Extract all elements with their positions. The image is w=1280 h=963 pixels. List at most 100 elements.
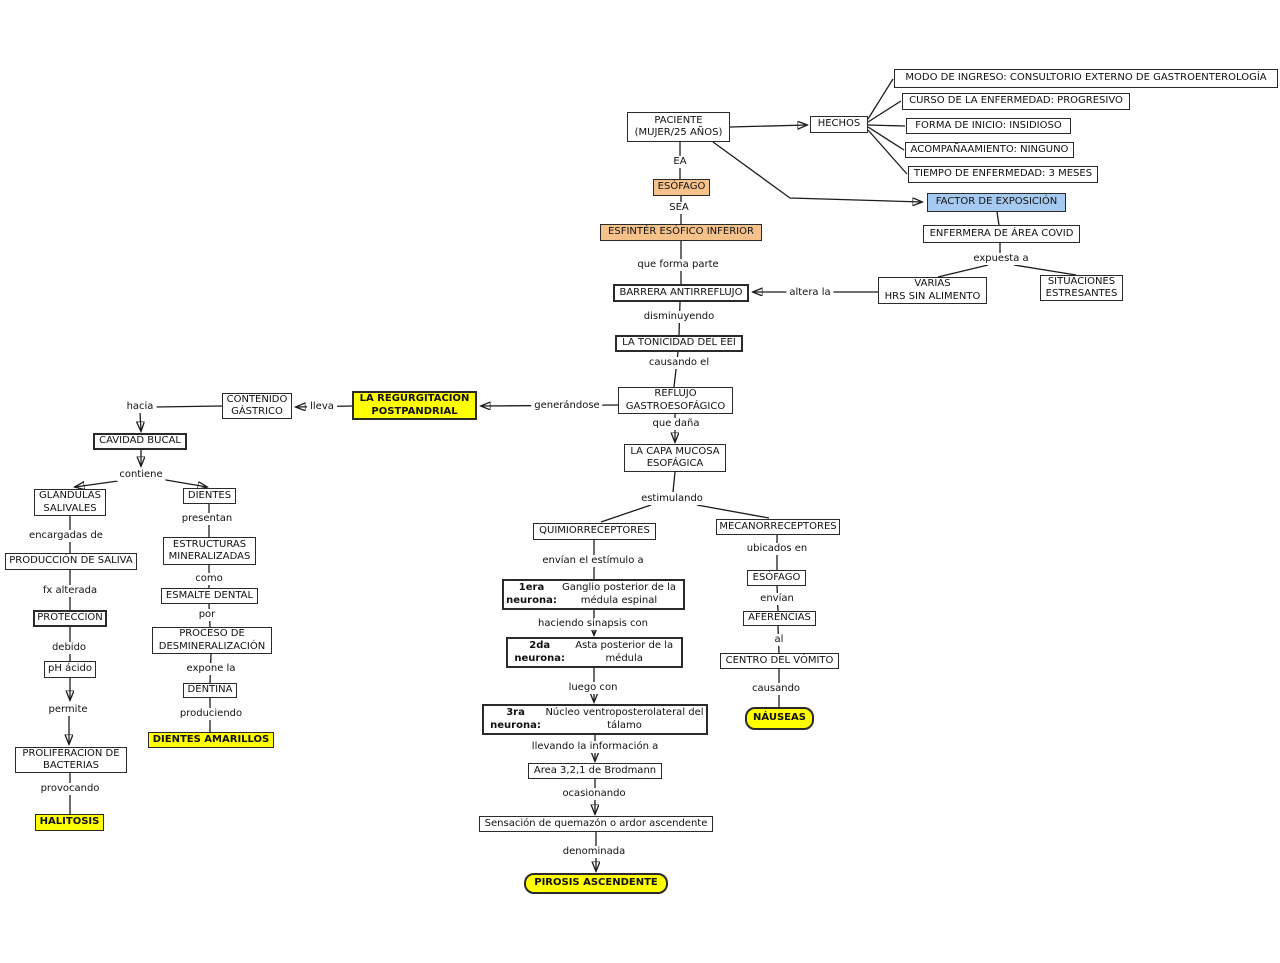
label-como: como [192, 573, 226, 585]
node-hechos[interactable]: HECHOS [810, 116, 868, 133]
node-modo_ingreso[interactable]: MODO DE INGRESO: CONSULTORIO EXTERNO DE … [894, 69, 1278, 88]
label-expuesta: expuesta a [970, 253, 1032, 265]
label-al: al [771, 634, 787, 646]
label-sinapsis: haciendo sinapsis con [534, 618, 652, 630]
node-brodmann[interactable]: Area 3,2,1 de Brodmann [528, 763, 662, 779]
node-pirosis[interactable]: PIROSIS ASCENDENTE [524, 873, 668, 894]
node-factor[interactable]: FACTOR DE EXPOSICIÓN [927, 193, 1066, 212]
label-presentan: presentan [178, 513, 236, 525]
label-envian: envían [757, 593, 797, 605]
label-ubicados: ubicados en [743, 543, 811, 555]
edge-hechos-modo [867, 78, 894, 120]
node-centro_vomito[interactable]: CENTRO DEL VÓMITO [720, 653, 839, 669]
node-cavidad[interactable]: CAVIDAD BUCAL [93, 433, 187, 450]
label-produciendo: produciendo [176, 708, 246, 720]
node-quimio[interactable]: QUIMIORRECEPTORES [533, 523, 656, 540]
node-glandulas[interactable]: GLÁNDULAS SALIVALES [34, 489, 106, 516]
node-neurona1-prefix: 1era neurona: [506, 582, 557, 606]
edge-estimulando-mecano [696, 504, 770, 519]
node-mecano[interactable]: MECANORRECEPTORES [716, 519, 840, 535]
node-nauseas[interactable]: NÁUSEAS [745, 707, 814, 730]
node-estructuras[interactable]: ESTRUCTURAS MINERALIZADAS [163, 537, 256, 565]
edge-estimulando-quimio [600, 504, 652, 523]
node-barrera[interactable]: BARRERA ANTIRREFLUJO [613, 284, 749, 302]
node-neurona2-text: Asta posterior de la médula [575, 640, 674, 664]
node-forma_inicio[interactable]: FORMA DE INICIO: INSIDIOSO [906, 118, 1071, 134]
label-envian_estimulo: envían el estímulo a [539, 555, 647, 567]
node-neurona3-prefix: 3ra neurona: [490, 707, 541, 731]
label-llevando: llevando la información a [528, 741, 662, 753]
label-debido: debido [48, 642, 90, 654]
label-hacia: hacia [123, 401, 157, 413]
label-ocasionando: ocasionando [559, 788, 629, 800]
label-ea: EA [670, 156, 690, 168]
node-aferencias[interactable]: AFERENCIAS [743, 611, 816, 626]
label-que_forma: que forma parte [634, 259, 722, 271]
label-luego_con: luego con [565, 682, 621, 694]
edge-expuesta-varias [937, 264, 989, 278]
label-expone: expone la [183, 663, 239, 675]
node-proliferacion[interactable]: PROLIFERACIÓN DE BACTERIAS [15, 747, 127, 773]
node-curso_enfermedad[interactable]: CURSO DE LA ENFERMEDAD: PROGRESIVO [902, 93, 1130, 110]
edge-hacia-cavidad [140, 411, 141, 431]
node-situaciones[interactable]: SITUACIONES ESTRESANTES [1040, 275, 1123, 301]
edge-contiene-dientes [159, 478, 207, 487]
label-sea: SEA [666, 202, 692, 214]
label-denominada: denominada [559, 846, 629, 858]
label-disminuyendo: disminuyendo [640, 311, 718, 323]
node-sensacion[interactable]: Sensación de quemazón o ardor ascendente [479, 816, 713, 832]
node-esofago_sup[interactable]: ESÓFAGO [653, 179, 710, 196]
label-permite: permite [45, 704, 91, 716]
label-que_dana: que daña [649, 418, 703, 430]
label-fx_alterada: fx alterada [39, 585, 101, 597]
label-contiene: contiene [116, 469, 166, 481]
label-causando_el: causando el [645, 357, 713, 369]
node-neurona2-prefix: 2da neurona: [514, 640, 566, 664]
node-tonicidad[interactable]: LA TONICIDAD DEL EEI [615, 335, 743, 352]
node-varias[interactable]: VARIAS HRS SIN ALIMENTO [878, 277, 987, 304]
node-contenido[interactable]: CONTENIDO GÁSTRICO [222, 393, 292, 419]
node-halitosis[interactable]: HALITOSIS [35, 814, 104, 831]
node-amarillos[interactable]: DIENTES AMARILLOS [148, 732, 274, 748]
label-generandose: generándose [531, 400, 603, 412]
node-neurona1[interactable]: 1era neurona: Ganglio posterior de la mé… [502, 579, 685, 610]
label-causando: causando [748, 683, 804, 695]
label-altera: altera la [786, 287, 834, 299]
node-proteccion[interactable]: PROTECCIÓN [33, 610, 107, 627]
edge-expuesta-situaciones [1013, 264, 1077, 276]
edge-paciente-factor [712, 141, 922, 202]
node-regurgitacion[interactable]: LA REGURGITACIÓN POSTPANDRIAL [352, 391, 477, 420]
node-enfermera[interactable]: ENFERMERA DE ÁREA COVID [923, 225, 1080, 243]
node-tiempo_enfermedad[interactable]: TIEMPO DE ENFERMEDAD: 3 MESES [908, 166, 1098, 183]
edge-contiene-glandulas [75, 480, 119, 487]
node-ph_acido[interactable]: pH ácido [44, 661, 96, 678]
node-reflujo[interactable]: REFLUJO GASTROESOFÁGICO [618, 387, 733, 414]
edge-factor-enfermera [996, 211, 1000, 226]
node-esmalte[interactable]: ESMALTE DENTAL [161, 588, 258, 604]
node-dentina[interactable]: DENTINA [183, 683, 237, 698]
node-capa[interactable]: LA CAPA MUCOSA ESOFÁGICA [624, 444, 726, 472]
node-dientes[interactable]: DIENTES [183, 488, 236, 504]
label-encargadas: encargadas de [26, 530, 106, 542]
node-neurona3-text: Núcleo ventroposterolateral del tálamo [545, 707, 704, 731]
node-produccion[interactable]: PRODUCCIÓN DE SALIVA [5, 553, 137, 570]
edge-capa-estimulando [672, 471, 676, 493]
edge-hechos-acompanamiento [867, 126, 905, 151]
node-esofago_der[interactable]: ESÓFAGO [747, 570, 806, 586]
label-por: por [195, 609, 219, 621]
node-neurona1-text: Ganglio posterior de la médula espinal [561, 582, 677, 606]
edge-hechos-forma [867, 124, 906, 127]
edge-hechos-curso [867, 100, 902, 123]
node-neurona2[interactable]: 2da neurona: Asta posterior de la médula [506, 637, 683, 668]
node-proceso[interactable]: PROCESO DE DESMINERALIZACIÓN [152, 627, 272, 654]
edge-paciente-hechos [729, 125, 807, 127]
node-acompanamiento[interactable]: ACOMPAÑAAMIENTO: NINGUNO [905, 142, 1074, 158]
node-esfinter[interactable]: ESFINTÉR ESÓFICO INFERIOR [600, 224, 762, 241]
edge-contenido-hacia [154, 405, 223, 408]
label-provocando: provocando [37, 783, 103, 795]
node-paciente[interactable]: PACIENTE (MUJER/25 AÑOS) [627, 112, 730, 142]
label-lleva: lleva [307, 401, 337, 413]
node-neurona3[interactable]: 3ra neurona: Núcleo ventroposterolateral… [482, 704, 708, 735]
